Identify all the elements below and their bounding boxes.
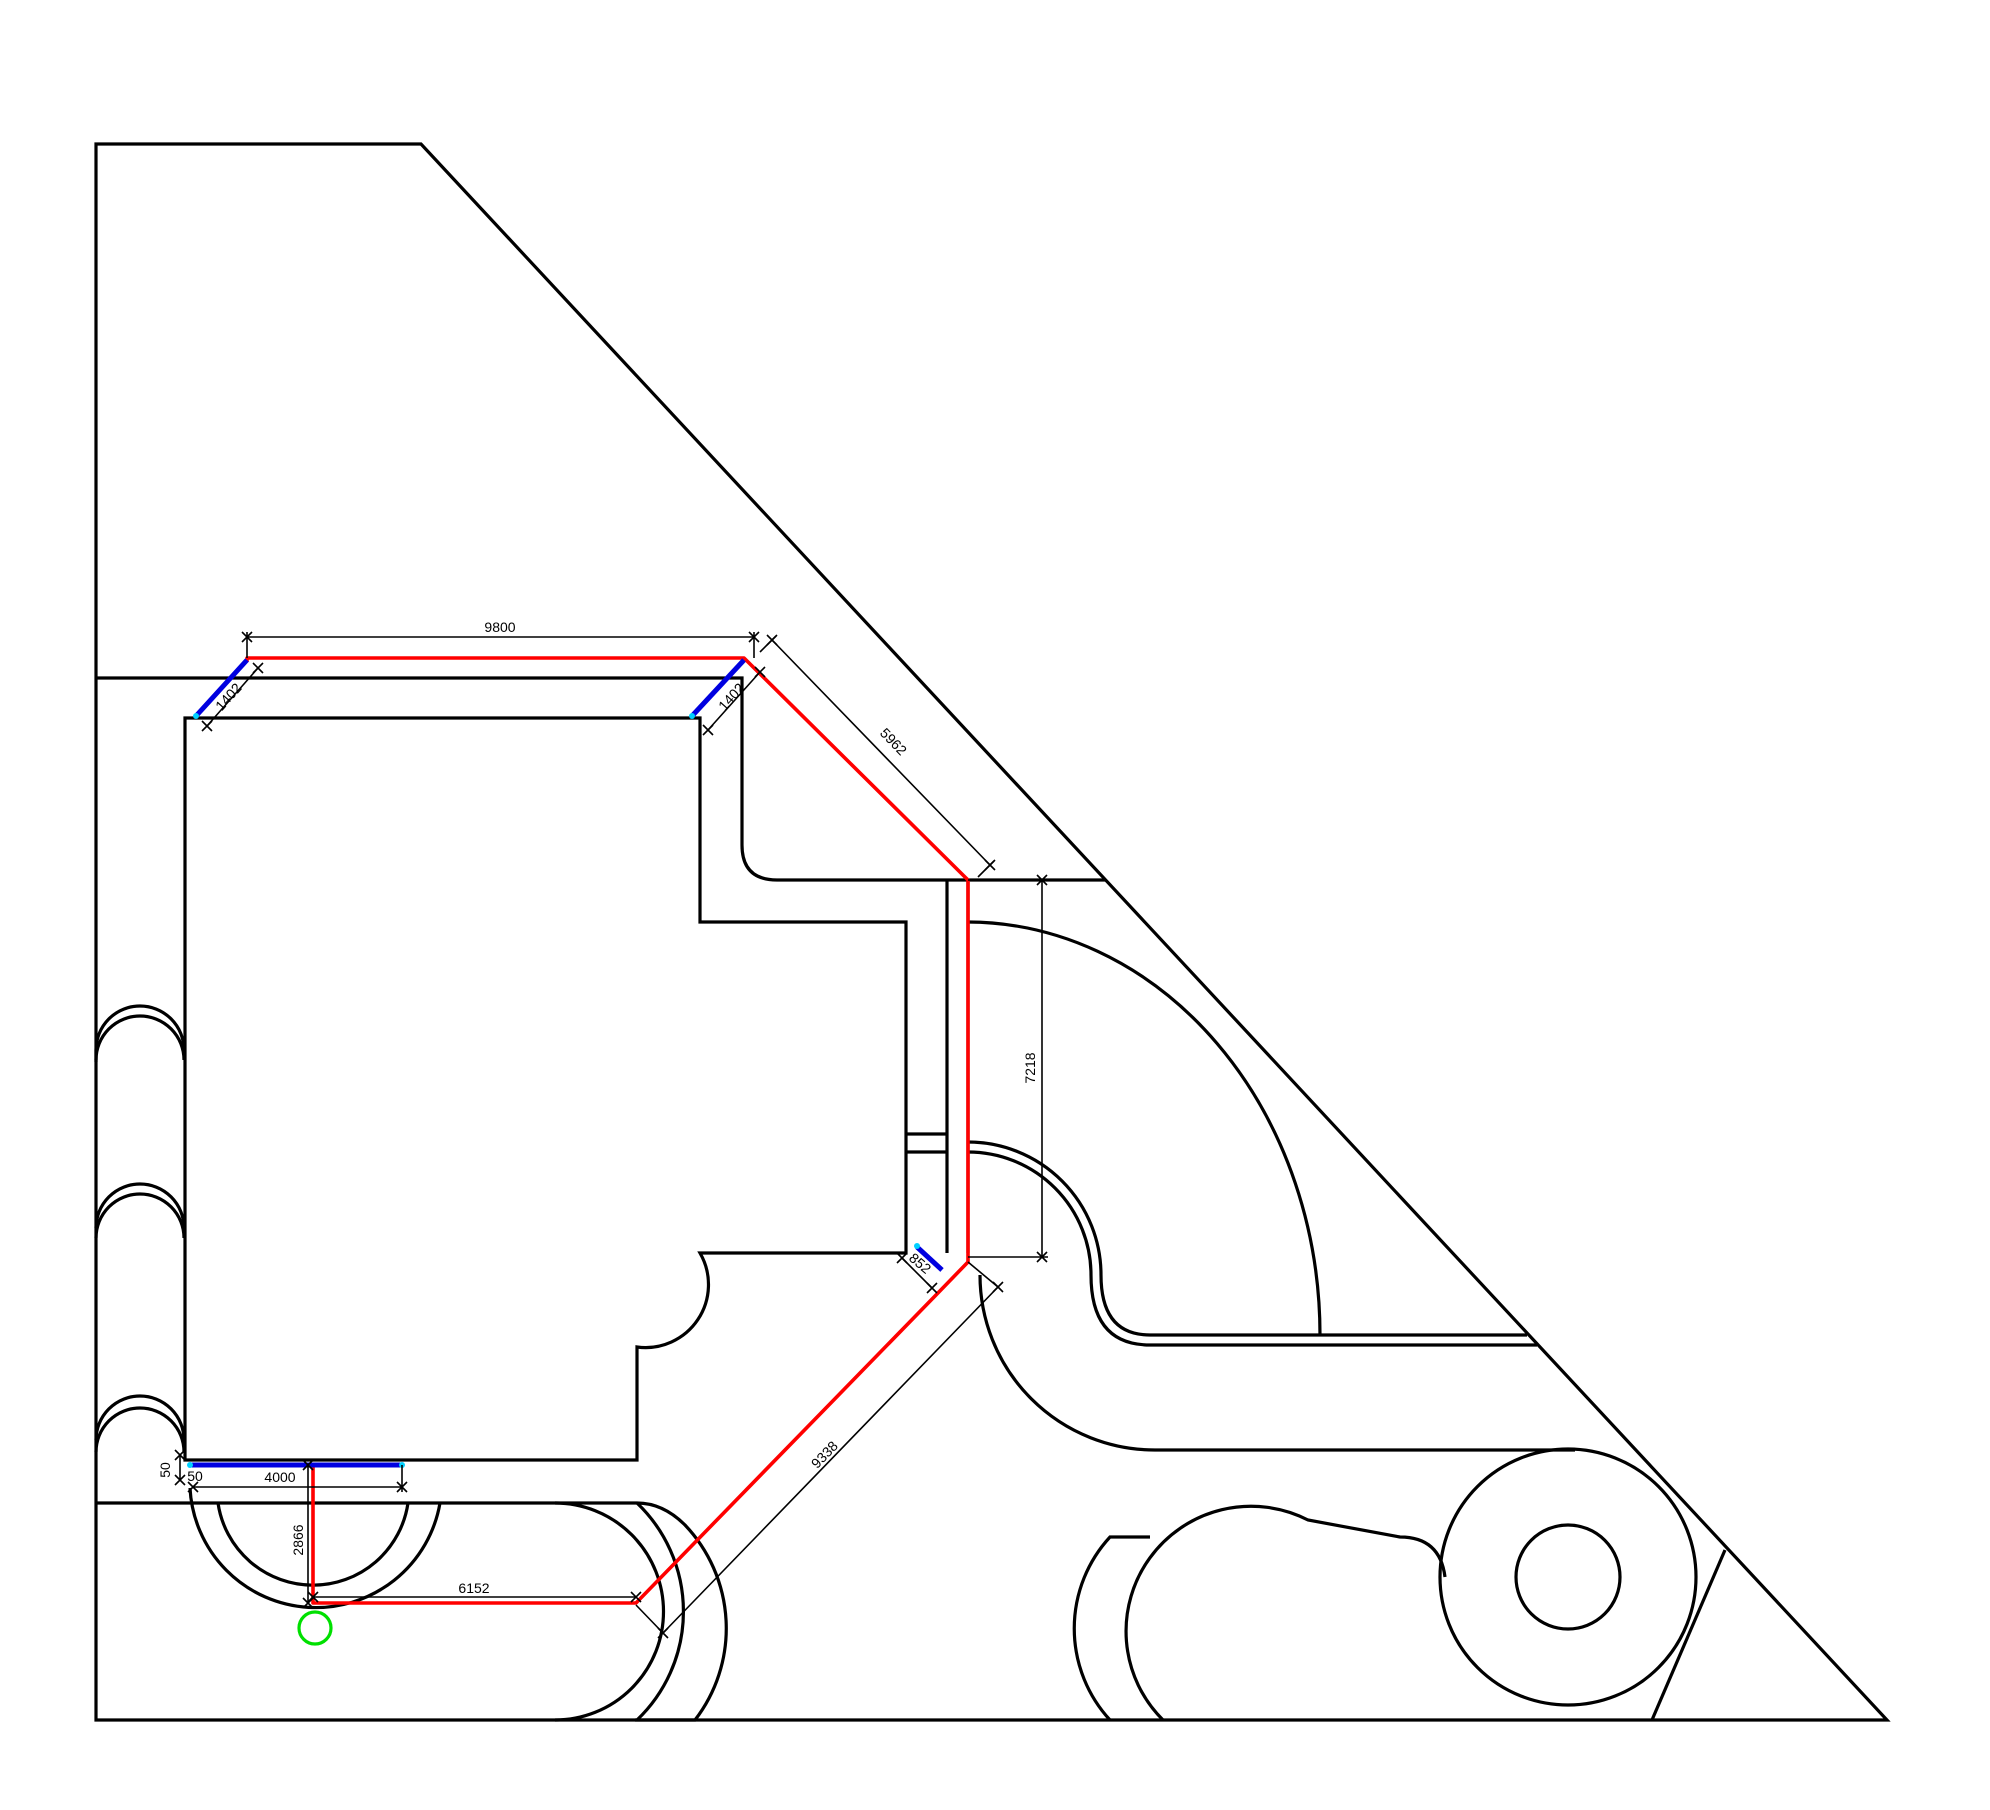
cross-tick-icon — [241, 631, 253, 643]
dim-label-bottom-run: 6152 — [458, 1580, 489, 1596]
cross-tick-icon — [396, 1481, 408, 1493]
route-end-segments — [187, 658, 944, 1468]
corridor-strip — [906, 880, 970, 1253]
cross-tick-icon — [252, 662, 264, 674]
dim-label-vertical-run: 7218 — [1022, 1052, 1038, 1083]
cross-tick-icon — [926, 1282, 938, 1294]
curved-lanes — [967, 920, 1575, 1452]
dim-vertical-run: 7218 — [968, 879, 1048, 1258]
dim-right-diagonal: 1402 — [707, 671, 761, 731]
cross-tick-icon — [1036, 1251, 1048, 1263]
dim-top-span: 9800 — [246, 619, 755, 658]
dim-upper-diagonal: 5962 — [759, 635, 995, 878]
cross-tick-icon — [201, 720, 213, 732]
dim-bottom-span: 4000 — [193, 1465, 403, 1492]
dim-label-left-diagonal: 1402 — [212, 680, 245, 714]
dim-drop: 2866 — [290, 1465, 309, 1603]
dim-label-offset-a: 50 — [157, 1462, 173, 1478]
upper-divider — [96, 676, 1105, 882]
cross-tick-icon — [992, 1281, 1004, 1293]
cross-tick-icon — [702, 724, 714, 736]
cross-tick-icon — [174, 631, 1048, 1639]
dim-bottom-run: 6152 — [313, 1580, 636, 1598]
circle-marker-icon — [297, 1610, 333, 1646]
cross-tick-icon — [984, 859, 996, 871]
cross-tick-icon — [754, 666, 766, 678]
cross-tick-icon — [630, 1591, 642, 1603]
cross-tick-icon — [187, 1481, 199, 1493]
cross-tick-icon — [896, 1252, 908, 1264]
cross-tick-icon — [766, 634, 778, 646]
cross-tick-icon — [302, 1459, 314, 1471]
cross-tick-icon — [748, 631, 760, 643]
cross-tick-icon — [1036, 874, 1048, 886]
cross-tick-icon — [174, 1449, 186, 1461]
dim-label-bottom-span: 4000 — [264, 1469, 295, 1485]
building-outline — [183, 716, 908, 1462]
dim-label-offset-b: 50 — [187, 1468, 203, 1484]
site-boundary — [94, 142, 1891, 1722]
cross-tick-icon — [302, 1597, 314, 1609]
site-outline — [94, 142, 1891, 1722]
dim-label-short-diagonal: 852 — [906, 1250, 934, 1277]
dim-label-top-span: 9800 — [484, 619, 515, 635]
cross-tick-icon — [657, 1627, 669, 1639]
left-bays — [94, 1004, 186, 1453]
large-arc — [967, 920, 1322, 1336]
dim-long-diagonal: 9338 — [635, 1261, 999, 1634]
dim-label-drop: 2866 — [290, 1524, 306, 1555]
dim-offsets: 50 50 — [157, 1455, 203, 1484]
bottom-right-features — [1072, 1447, 1727, 1722]
cross-tick-icon — [174, 1474, 186, 1486]
